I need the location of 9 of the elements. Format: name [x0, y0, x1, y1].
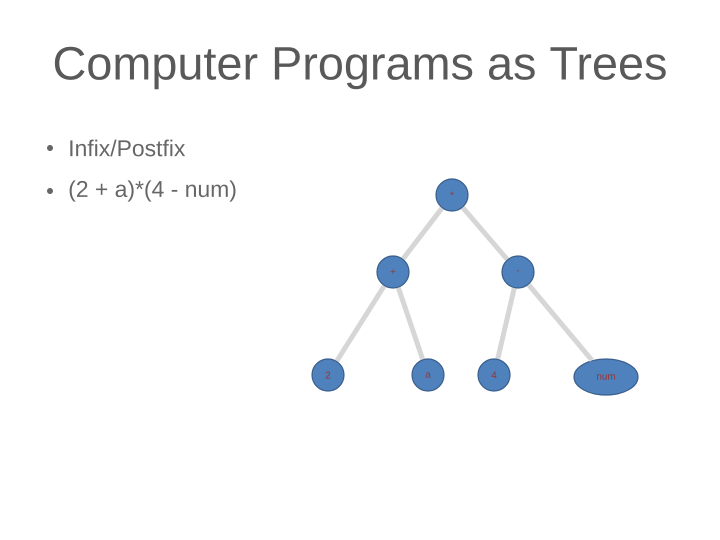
slide-title: Computer Programs as Trees — [54, 46, 666, 90]
tree-edge — [460, 206, 510, 262]
tree-edge — [396, 286, 426, 360]
tree-edge — [526, 283, 594, 362]
tree-edge — [401, 206, 444, 260]
tree-edge — [334, 284, 386, 362]
bullet-text: (2 + a)*(4 - num) — [70, 180, 236, 202]
bullet-text: Infix/Postfix — [70, 140, 186, 156]
tree-edge — [495, 288, 517, 360]
